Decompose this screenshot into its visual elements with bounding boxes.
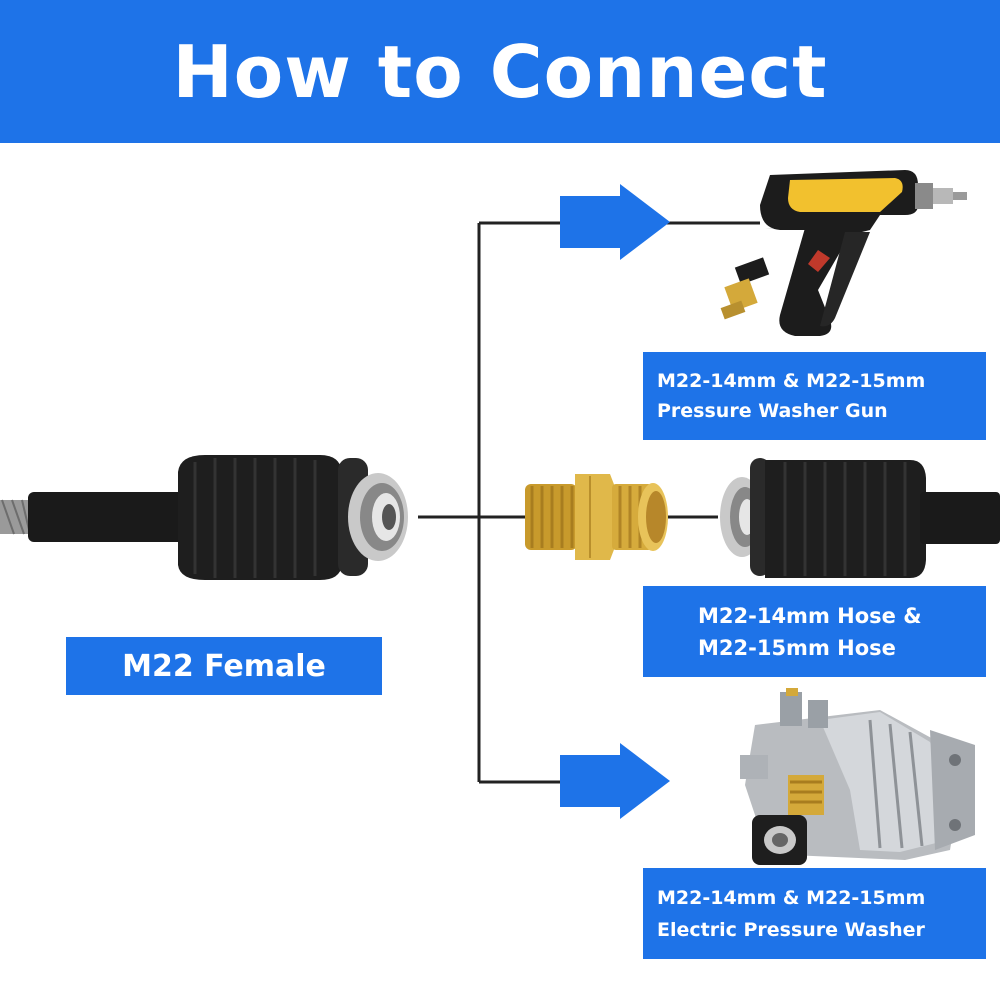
- label-washer-line2: Electric Pressure Washer: [657, 918, 925, 941]
- label-washer-line1: M22-14mm & M22-15mm: [657, 886, 926, 909]
- label-gun: M22-14mm & M22-15mm Pressure Washer Gun: [643, 352, 986, 440]
- label-m22-female: M22 Female: [66, 637, 382, 695]
- label-hose-line1: M22-14mm Hose &: [698, 603, 922, 628]
- label-washer: M22-14mm & M22-15mm Electric Pressure Wa…: [643, 868, 986, 959]
- brass-adapter-icon: [525, 474, 668, 560]
- hose-end-icon: [720, 458, 1000, 578]
- label-gun-line2: Pressure Washer Gun: [657, 400, 888, 422]
- page-title: How to Connect: [172, 29, 828, 114]
- hose-fitting-icon: [0, 455, 408, 580]
- label-gun-line1: M22-14mm & M22-15mm: [657, 370, 926, 392]
- spray-gun-icon: [720, 170, 967, 336]
- title-banner: How to Connect: [0, 0, 1000, 143]
- label-hose-line2: M22-15mm Hose: [698, 635, 896, 660]
- label-m22-female-text: M22 Female: [122, 648, 326, 684]
- arrow-right-icon: [560, 743, 670, 819]
- label-hose: M22-14mm Hose & M22-15mm Hose: [643, 586, 986, 677]
- pump-icon: [740, 688, 975, 865]
- arrow-right-icon: [560, 184, 670, 260]
